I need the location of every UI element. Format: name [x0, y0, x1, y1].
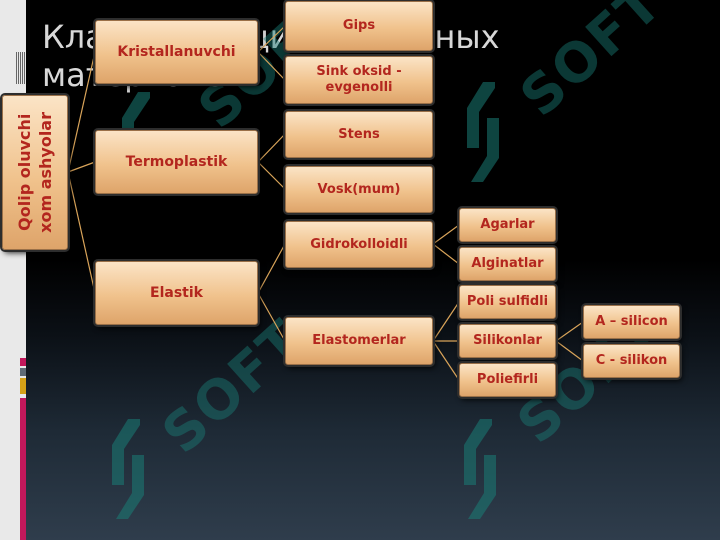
node-elastik: Elastik — [95, 261, 258, 325]
node-stens: Stens — [285, 111, 433, 158]
node-silikonlar: Silikonlar — [459, 324, 556, 358]
connector — [432, 224, 460, 245]
connector — [432, 340, 460, 381]
root-label-line-2: xom ashyolar — [36, 112, 55, 233]
node-sink-oksid: Sink oksid - evgenolli — [285, 56, 433, 104]
connector — [257, 292, 286, 342]
swatch-magenta-bottom — [20, 398, 26, 540]
connector — [432, 243, 460, 265]
connector — [555, 340, 584, 362]
connector — [257, 51, 286, 81]
root-node: Qolip oluvchi xom ashyolar — [2, 95, 68, 250]
node-kristallanuvchi: Kristallanuvchi — [95, 20, 258, 84]
root-label-line-1: Qolip oluvchi — [15, 113, 34, 232]
connector — [67, 51, 96, 173]
node-poliefirli: Poliefirli — [459, 363, 556, 397]
connector — [257, 133, 286, 163]
node-c-silikon: C - silikon — [583, 344, 680, 378]
connector — [432, 301, 460, 342]
node-gips: Gips — [285, 1, 433, 51]
connector — [555, 321, 584, 342]
node-a-silicon: A – silicon — [583, 305, 680, 339]
decorative-lines — [16, 52, 25, 84]
left-decorative-bar — [0, 0, 26, 540]
watermark-logo-icon — [467, 82, 499, 182]
node-termoplastik: Termoplastik — [95, 130, 258, 194]
node-vosk: Vosk(mum) — [285, 166, 433, 213]
swatch-gray — [20, 368, 26, 376]
node-gidrokolloidli: Gidrokolloidli — [285, 221, 433, 268]
connector — [67, 171, 96, 294]
root-label: Qolip oluvchi xom ashyolar — [14, 112, 56, 233]
swatch-magenta-top — [20, 358, 26, 366]
node-elastomerlar: Elastomerlar — [285, 317, 433, 365]
watermark-logo-icon — [464, 419, 496, 519]
swatch-gold — [20, 378, 26, 394]
connector — [257, 243, 286, 294]
connector — [257, 161, 286, 190]
watermark-logo-icon — [112, 419, 144, 519]
connector — [257, 25, 286, 53]
connector — [67, 161, 96, 173]
node-alginatlar: Alginatlar — [459, 247, 556, 281]
node-agarlar: Agarlar — [459, 208, 556, 242]
node-poli-sulfidli: Poli sulfidli — [459, 285, 556, 319]
